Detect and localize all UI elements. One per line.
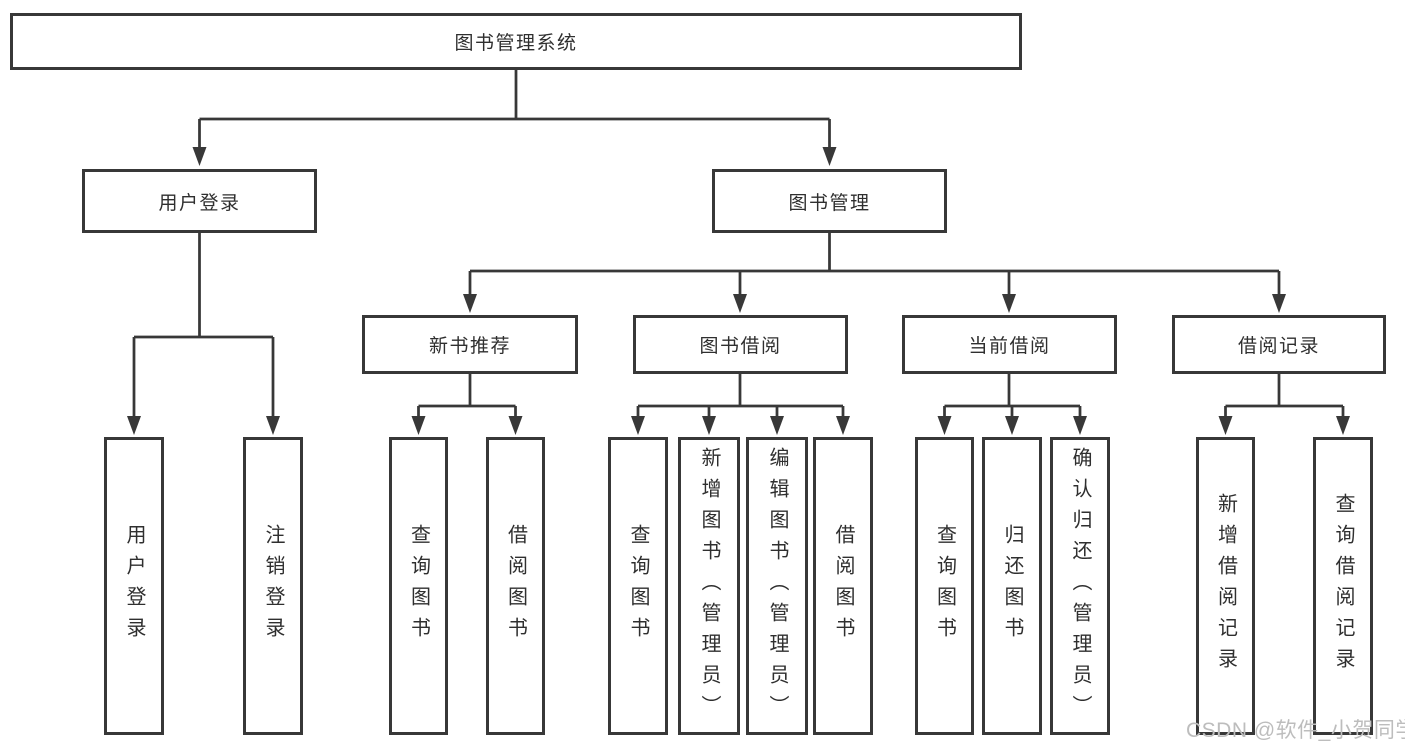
leaf-borrowing-query-books: 查询图书 [608, 437, 668, 735]
leaf-borrowing-query-books-label: 查询图书 [627, 524, 649, 648]
leaf-current-return-books: 归还图书 [982, 437, 1042, 735]
leaf-borrowing-add-books-admin-label: 新增图书（管理员） [698, 446, 720, 726]
node-book-management-label: 图书管理 [788, 192, 871, 214]
node-borrowing-records-label: 借阅记录 [1237, 336, 1320, 357]
leaf-records-add-record-label: 新增借阅记录 [1214, 493, 1237, 679]
node-user-login: 用户登录 [82, 169, 317, 233]
node-new-book-recommend: 新书推荐 [362, 315, 578, 374]
leaf-records-add-record: 新增借阅记录 [1196, 437, 1255, 735]
leaf-logout: 注销登录 [243, 437, 303, 735]
leaf-user-login: 用户登录 [104, 437, 164, 735]
leaf-current-return-books-label: 归还图书 [1001, 524, 1023, 648]
leaf-records-query-record: 查询借阅记录 [1313, 437, 1373, 735]
node-book-borrowing-label: 图书借阅 [699, 336, 782, 357]
leaf-current-query-books-label: 查询图书 [933, 524, 956, 648]
node-borrowing-records: 借阅记录 [1172, 315, 1386, 374]
leaf-borrowing-add-books-admin: 新增图书（管理员） [678, 437, 740, 735]
leaf-borrowing-edit-books-admin-label: 编辑图书（管理员） [766, 446, 788, 726]
node-current-borrowing-label: 当前借阅 [968, 336, 1051, 357]
arrowheads [127, 147, 1350, 435]
leaf-recommend-borrow-books: 借阅图书 [486, 437, 545, 735]
node-current-borrowing: 当前借阅 [902, 315, 1117, 374]
csdn-watermark: CSDN @软件_小贺同学 [1186, 719, 1405, 742]
leaf-recommend-query-books: 查询图书 [389, 437, 448, 735]
node-new-book-recommend-label: 新书推荐 [428, 336, 511, 357]
node-book-management: 图书管理 [712, 169, 947, 233]
node-root: 图书管理系统 [10, 13, 1022, 70]
leaf-user-login-label: 用户登录 [123, 524, 145, 648]
leaf-current-confirm-return-admin: 确认归还（管理员） [1050, 437, 1110, 735]
node-root-label: 图书管理系统 [454, 33, 578, 54]
leaf-borrowing-borrow-books-label: 借阅图书 [832, 524, 854, 648]
leaf-current-confirm-return-admin-label: 确认归还（管理员） [1069, 446, 1091, 726]
node-book-borrowing: 图书借阅 [633, 315, 848, 374]
leaf-current-query-books: 查询图书 [915, 437, 974, 735]
leaf-logout-label: 注销登录 [262, 524, 284, 648]
leaf-borrowing-edit-books-admin: 编辑图书（管理员） [746, 437, 808, 735]
leaf-records-query-record-label: 查询借阅记录 [1332, 493, 1354, 679]
leaf-borrowing-borrow-books: 借阅图书 [813, 437, 873, 735]
leaf-recommend-borrow-books-label: 借阅图书 [504, 524, 527, 648]
node-user-login-label: 用户登录 [158, 192, 241, 214]
leaf-recommend-query-books-label: 查询图书 [407, 524, 430, 648]
